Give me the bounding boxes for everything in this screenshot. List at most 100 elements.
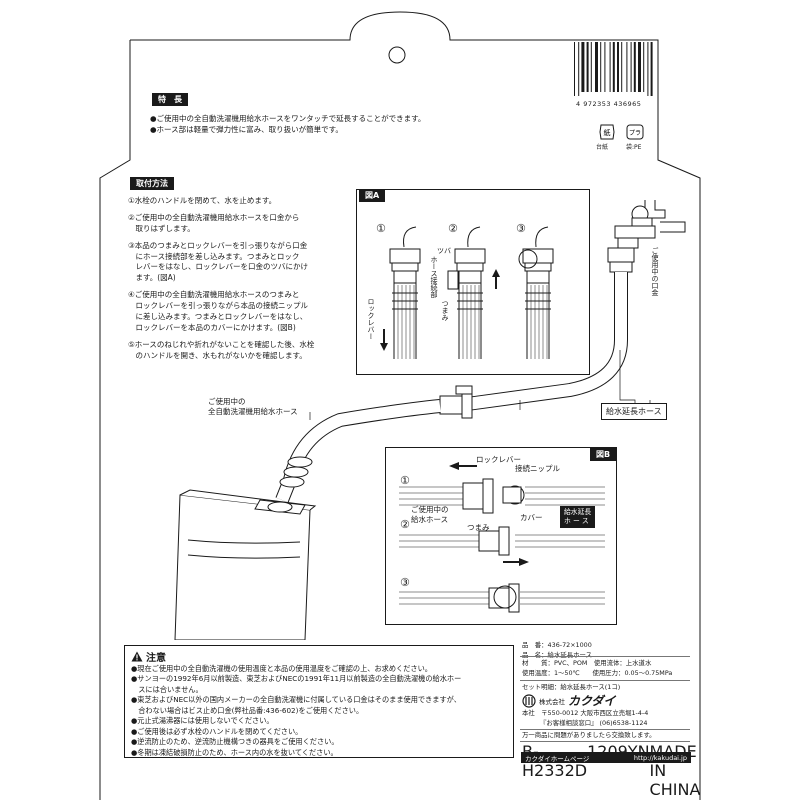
knob-label-b: つまみ (467, 523, 490, 532)
lock-lever-label-a: ロックレバー (367, 298, 375, 340)
existing-hose-label-b: ご使用中の 給水ホース (411, 505, 449, 525)
washing-machine-icon (174, 489, 317, 640)
caution-line: スには合いません。 (131, 684, 203, 694)
barcode-bar (578, 42, 580, 96)
spec-product-name: 品 名：給水延長ホース (522, 650, 592, 659)
extension-hose-label: 給水延長ホース (601, 403, 667, 420)
address-block: 本社 〒550-0012 大阪市西区立売堀1-4-4 『お客様相談窓口』 (06… (522, 709, 648, 728)
existing-hose-b-line: ご使用中の (411, 505, 449, 514)
code-row: B-H2332D 1209YN MADE IN CHINA (522, 742, 700, 799)
barcode-icon (574, 42, 653, 96)
install-step-line: のハンドルを開き、水もれがないかを確認します。 (128, 350, 307, 360)
figure-b-illustration (399, 462, 605, 613)
plastic-label: 袋:PE (626, 144, 642, 151)
install-step-line: にホース接続部を差し込みます。つまみとロック (128, 251, 300, 261)
existing-hose-b-line: 給水ホース (411, 515, 449, 525)
existing-hose-label-line: 全自動洗濯機用給水ホース (208, 407, 298, 417)
lock-lever-label-b: ロックレバー (476, 455, 521, 464)
install-step-line: ⑤ホースのねじれや折れがないことを確認した後、水栓 (128, 339, 315, 349)
feature-item: ●ご使用中の全自動洗濯機用給水ホースをワンタッチで延長することができます。 (150, 114, 426, 123)
install-steps: ①水栓のハンドルを閉めて、水を止めます。 ②ご使用中の全自動洗濯機用給水ホースを口… (128, 196, 314, 367)
spec-set-block: セット明細：給水延長ホース(1コ) (522, 683, 620, 693)
cover-label: カバー (520, 513, 543, 522)
barcode-bar (630, 42, 632, 92)
caution-line: ●東芝およびNEC以外の国内メーカーの全自動洗濯機に付属している口金はそのまま使… (131, 695, 461, 705)
brand-row: 株式会社 カクダイ (522, 692, 616, 709)
install-step: ⑤ホースのねじれや折れがないことを確認した後、水栓 のハンドルを開き、水もれがな… (128, 340, 314, 362)
features-list: ●ご使用中の全自動洗濯機用給水ホースをワンタッチで延長することができます。 ●ホ… (150, 114, 425, 136)
hose-connection-label: ホース接続部 (430, 256, 438, 298)
tsuba-label: ツバ (437, 247, 451, 255)
paper-label: 台紙 (596, 144, 609, 151)
caution-line: ●現在ご使用中の全自動洗濯機の使用温度と本品の使用温度をご確認の上、お求めくださ… (131, 664, 432, 673)
fig-b-num-2: ② (400, 518, 410, 531)
caution-box: 注意 ●現在ご使用中の全自動洗濯機の使用温度と本品の使用温度をご確認の上、お求め… (124, 645, 514, 758)
lot-code: 1209YN (587, 742, 649, 799)
website-bar: カクダイホームページ http://kakudai.jp (521, 752, 691, 763)
spec-block: 品 番：436-72×1000 品 名：給水延長ホース (522, 641, 690, 660)
caution-heading-row: 注意 (131, 649, 166, 664)
barcode-bar (609, 42, 611, 92)
origin: MADE IN CHINA (649, 742, 701, 799)
figure-b-label: 図B (590, 448, 617, 461)
knob-label-a: つまみ (441, 300, 449, 321)
barcode-bar (581, 42, 585, 92)
caution-lines: ●現在ご使用中の全自動洗濯機の使用温度と本品の使用温度をご確認の上、お求めくださ… (131, 664, 461, 758)
barcode-bar (626, 42, 628, 92)
install-step: ①水栓のハンドルを閉めて、水を止めます。 (128, 196, 314, 207)
faucet-icon (607, 200, 686, 273)
barcode-bar (638, 42, 641, 92)
ext-hose-tag-line: ホ ー ス (564, 516, 589, 525)
install-step: ②ご使用中の全自動洗濯機用給水ホースを口金から 取りはずします。 (128, 213, 314, 235)
spec-temperature: 使用温度：1～50℃ 使用圧力：0.05～0.75MPa (522, 668, 673, 677)
install-step-line: ロックレバーを引っ張りながら本品の接続ニップル (128, 301, 308, 310)
install-step-line: 取りはずします。 (128, 223, 195, 233)
install-step: ③本品のつまみとロックレバーを引っ張りながら口金 にホース接続部を差し込みます。… (128, 241, 314, 285)
website-label: カクダイホームページ (525, 754, 590, 763)
barcode-bar (650, 42, 653, 96)
existing-hose-label: ご使用中の 全自動洗濯機用給水ホース (208, 397, 298, 417)
spec-material-block: 材 質：PVC、POM 使用流体：上水道水 使用温度：1～50℃ 使用圧力：0.… (522, 659, 672, 678)
install-step-line: レバーをはなし、ロックレバーを口金のツバにかけ (128, 262, 308, 272)
barcode-bar (574, 42, 575, 96)
paper-recycle-icon: 紙 (599, 124, 615, 140)
warning-icon (131, 651, 143, 662)
barcode-bar (617, 42, 619, 92)
install-step-line: ②ご使用中の全自動洗濯機用給水ホースを口金から (128, 212, 300, 222)
barcode-bar (604, 42, 606, 92)
spec-material: 材 質：PVC、POM 使用流体：上水道水 (522, 659, 652, 667)
kakudai-logo-icon (522, 693, 536, 708)
caution-heading: 注意 (146, 653, 166, 664)
fig-a-num-2: ② (448, 222, 458, 235)
caution-line: ●逆流防止のため、逆流防止機構つきの器具をご使用ください。 (131, 737, 339, 747)
address-line: 『お客様相談窓口』 (06)6538-1124 (540, 718, 648, 727)
product-code: B-H2332D (522, 742, 588, 780)
plastic-recycle-icon: プラ (626, 124, 644, 140)
features-heading: 特 長 (152, 93, 188, 106)
brand-prefix: 株式会社 (539, 697, 565, 706)
ext-hose-tag-b: 給水延長 ホ ー ス (560, 506, 596, 528)
main-diagram (174, 200, 686, 640)
install-heading: 取付方法 (130, 177, 174, 190)
plastic-mark-text: プラ (629, 130, 641, 137)
website-link[interactable]: http://kakudai.jp (633, 753, 687, 762)
caution-line: 合わない場合はビス止め口金(弊社品番:436-602)をご使用ください。 (131, 705, 364, 715)
brand-name: カクダイ (568, 694, 616, 708)
install-step-line: ④ご使用中の全自動洗濯機用給水ホースのつまみと (128, 290, 300, 300)
fig-b-num-1: ① (400, 474, 410, 487)
barcode-bar (600, 42, 602, 92)
address-line: 本社 〒550-0012 大阪市西区立売堀1-4-4 (522, 709, 649, 717)
barcode-bar (595, 42, 598, 92)
install-step-line: ます。(図A) (128, 273, 176, 283)
install-step: ④ご使用中の全自動洗濯機用給水ホースのつまみと ロックレバーを引っ張りながら本品… (128, 290, 314, 334)
fig-a-num-1: ① (376, 222, 386, 235)
caution-line: ●冬期は凍結破損防止のため、ホース内の水を抜いてください。 (131, 747, 338, 757)
barcode-bar (643, 42, 645, 92)
install-step-line: に差し込みます。つまみとロックレバーをはなし、 (128, 311, 308, 321)
fig-a-num-3: ③ (516, 222, 526, 235)
barcode-bar (647, 42, 649, 96)
fig-b-num-3: ③ (400, 576, 410, 589)
install-step-line: ①水栓のハンドルを閉めて、水を止めます。 (128, 196, 277, 205)
feature-item: ●ホース部は軽量で弾力性に富み、取り扱いが簡単です。 (150, 124, 343, 134)
